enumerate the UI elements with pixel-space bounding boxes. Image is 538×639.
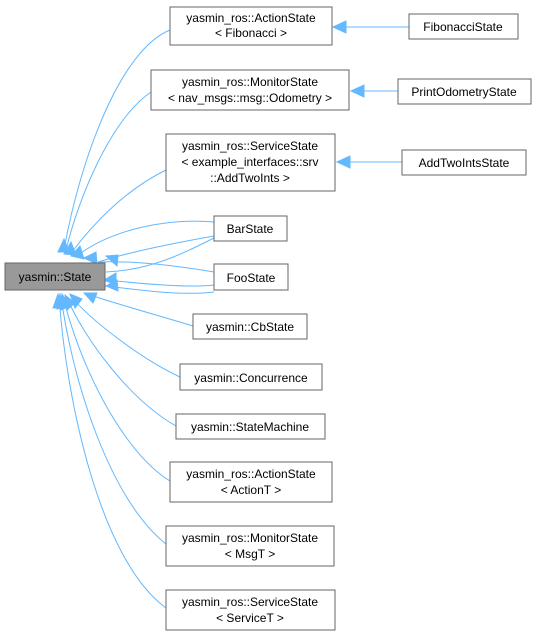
inheritance-arrowheads bbox=[52, 20, 365, 311]
arrowhead-root-h bbox=[82, 292, 98, 304]
node-cb-state[interactable]: yasmin::CbState bbox=[192, 313, 308, 340]
node-label-line1: yasmin_ros::MonitorState bbox=[182, 531, 318, 545]
arrowhead-root-d bbox=[82, 251, 98, 265]
node-service-state-addtwoints[interactable]: yasmin_ros::ServiceState < example_inter… bbox=[165, 133, 336, 192]
node-label: yasmin::State bbox=[19, 270, 92, 284]
node-label: yasmin::StateMachine bbox=[191, 420, 309, 434]
node-foo-state[interactable]: FooState bbox=[213, 263, 289, 291]
edge-statemachine-to-state bbox=[65, 295, 177, 427]
node-yasmin-state[interactable]: yasmin::State bbox=[4, 262, 106, 291]
edge-foostate-to-state-c bbox=[105, 285, 215, 294]
arrowhead-service-addtwoints bbox=[335, 155, 351, 169]
node-service-state-t[interactable]: yasmin_ros::ServiceState < ServiceT > bbox=[165, 589, 336, 631]
edge-barstate-to-state-c bbox=[105, 237, 215, 273]
arrowhead-action-fibonacci bbox=[331, 20, 347, 34]
edge-foostate-to-state-b bbox=[105, 279, 215, 287]
edge-addtwoints-service-to-state bbox=[71, 169, 167, 253]
arrowhead-root-a bbox=[57, 237, 70, 253]
edge-cbstate-to-state bbox=[83, 292, 194, 327]
edge-odometry-monitor-to-state bbox=[65, 91, 152, 251]
node-label-line1: yasmin_ros::ServiceState bbox=[182, 595, 318, 609]
node-label: AddTwoIntsState bbox=[419, 156, 510, 170]
node-label-line2: < Fibonacci > bbox=[215, 26, 287, 40]
node-concurrence[interactable]: yasmin::Concurrence bbox=[179, 363, 323, 391]
arrowhead-root-b bbox=[63, 240, 77, 256]
edge-fibonacci-action-to-state bbox=[63, 29, 171, 251]
edge-servicestate-t-to-state bbox=[58, 295, 167, 609]
node-label-line2: < example_interfaces::srv bbox=[181, 155, 318, 169]
node-bar-state[interactable]: BarState bbox=[213, 215, 288, 242]
arrowhead-root-c bbox=[70, 245, 85, 260]
edge-concurrence-to-state bbox=[69, 294, 181, 378]
node-label-line1: yasmin_ros::ServiceState bbox=[182, 139, 318, 153]
node-label: yasmin::Concurrence bbox=[194, 371, 308, 385]
node-label-line1: yasmin_ros::MonitorState bbox=[182, 75, 318, 89]
edge-monitorstate-t-to-state bbox=[60, 295, 167, 545]
arrowhead-monitor-odometry bbox=[349, 84, 365, 98]
node-label-line2: < nav_msgs::msg::Odometry > bbox=[168, 91, 332, 105]
node-label-line2: < ActionT > bbox=[221, 483, 282, 497]
arrowhead-root-m bbox=[52, 292, 63, 309]
node-label-line2: < MsgT > bbox=[225, 547, 275, 561]
node-monitor-state-odometry[interactable]: yasmin_ros::MonitorState < nav_msgs::msg… bbox=[150, 69, 350, 111]
node-label: FooState bbox=[227, 271, 276, 285]
node-label: BarState bbox=[227, 222, 274, 236]
node-label-line2: < ServiceT > bbox=[216, 611, 284, 625]
inheritance-edges bbox=[58, 26, 409, 609]
node-fibonacci-state[interactable]: FibonacciState bbox=[408, 13, 519, 40]
arrowhead-root-e bbox=[104, 254, 119, 268]
edge-barstate-to-state-a bbox=[77, 220, 215, 256]
node-monitor-state-t[interactable]: yasmin_ros::MonitorState < MsgT > bbox=[165, 525, 335, 567]
node-state-machine[interactable]: yasmin::StateMachine bbox=[175, 413, 326, 440]
edge-actionstate-t-to-state bbox=[62, 295, 171, 482]
node-print-odometry-state[interactable]: PrintOdometryState bbox=[397, 78, 532, 105]
node-action-state-t[interactable]: yasmin_ros::ActionState < ActionT > bbox=[169, 461, 333, 503]
node-addtwoints-state[interactable]: AddTwoIntsState bbox=[401, 149, 527, 176]
node-label-line1: yasmin_ros::ActionState bbox=[186, 11, 316, 25]
arrowhead-root-g bbox=[102, 272, 117, 286]
node-label-line3: ::AddTwoInts > bbox=[210, 171, 290, 185]
node-label-line1: yasmin_ros::ActionState bbox=[186, 467, 316, 481]
node-label: FibonacciState bbox=[423, 20, 503, 34]
node-label: yasmin::CbState bbox=[206, 320, 294, 334]
node-action-state-fibonacci[interactable]: yasmin_ros::ActionState < Fibonacci > bbox=[169, 6, 333, 46]
node-label: PrintOdometryState bbox=[411, 85, 517, 99]
